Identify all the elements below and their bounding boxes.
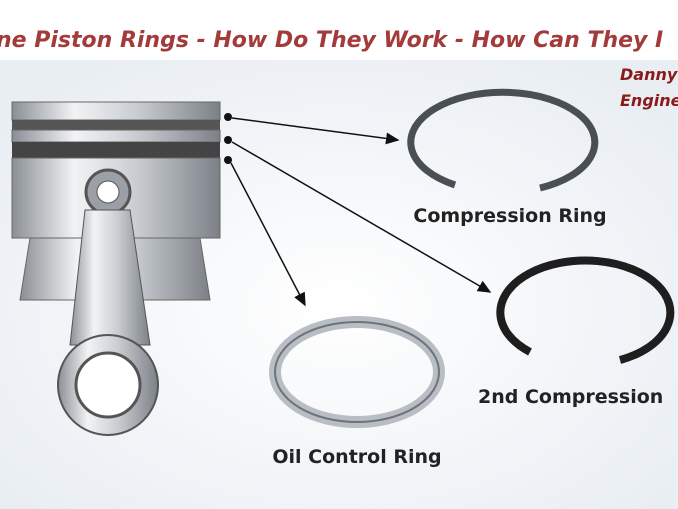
author-line-1: Danny: [620, 65, 678, 84]
piston-illustration: [11, 101, 221, 436]
compression-ring-label: Compression Ring: [413, 205, 606, 227]
second-ring-dot: [224, 136, 232, 144]
compression-ring-image: [407, 88, 599, 192]
arrow-second-compression: [231, 141, 492, 293]
top-ring-dot: [224, 113, 232, 121]
second-compression-ring-label: 2nd Compression: [478, 386, 663, 408]
second-compression-ring-image: [496, 256, 675, 364]
arrow-oil: [230, 162, 306, 307]
oil-ring-dot: [224, 156, 232, 164]
arrow-compression: [231, 117, 400, 145]
author-line-2: Engine: [620, 91, 678, 110]
page-title: ne Piston Rings - How Do They Work - How…: [0, 28, 663, 53]
oil-control-ring-label: Oil Control Ring: [272, 446, 441, 468]
